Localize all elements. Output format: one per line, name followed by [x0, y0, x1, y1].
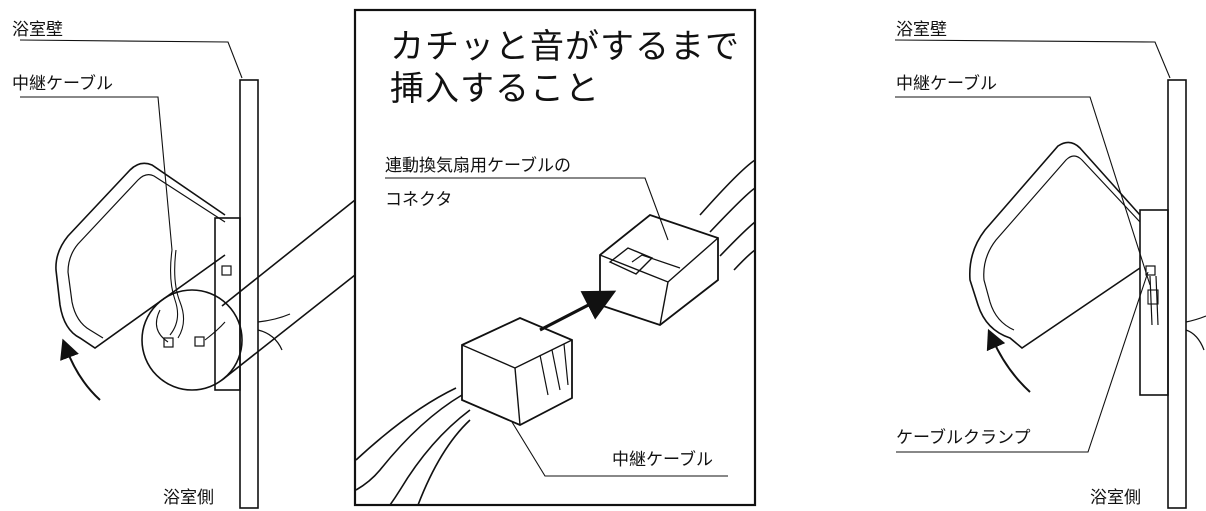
connector-label-line-2: コネクタ [385, 190, 453, 210]
right-rotation-arrow [986, 328, 1031, 393]
insertion-arrow [539, 290, 617, 332]
left-rotation-arrow [60, 338, 101, 401]
right-side-label: 浴室側 [1090, 488, 1141, 508]
right-cable-leader [895, 96, 1151, 286]
left-figure [19, 39, 291, 509]
instruction-line-2: 挿入すること [390, 69, 600, 109]
zoom-projection-lines [221, 199, 356, 381]
right-figure [894, 39, 1206, 509]
left-zoom-circle [141, 289, 243, 391]
clamp-leader [896, 271, 1149, 453]
right-mount-base [1139, 209, 1169, 396]
right-wall-label: 浴室壁 [896, 20, 947, 40]
left-bathroom-wall [239, 79, 259, 509]
right-wall-leader [894, 39, 1171, 79]
fan-cable-connector [599, 213, 719, 327]
connector-label-line-1: 連動換気扇用ケーブルの [385, 156, 571, 176]
left-side-label: 浴室側 [163, 488, 214, 508]
detail-frame [353, 8, 757, 507]
left-wall-label: 浴室壁 [12, 20, 63, 40]
instruction-line-1: カチッと音がするまで [390, 27, 740, 67]
center-detail-box [353, 8, 757, 507]
right-cable-label: 中継ケーブル [896, 74, 997, 94]
connector-leader [385, 177, 669, 241]
left-panel-body [55, 162, 226, 349]
left-cable-leader [20, 96, 173, 251]
relay-cable-connector [461, 317, 573, 426]
relay-cable-label: 中継ケーブル [612, 450, 713, 470]
right-bathroom-wall [1167, 79, 1187, 509]
left-cable-label: 中継ケーブル [12, 74, 113, 94]
cable-clamp-label: ケーブルクランプ [896, 428, 1031, 448]
relay-cable-leader [511, 421, 728, 477]
left-wall-leader [19, 39, 243, 79]
cable-clamp [1145, 265, 1156, 276]
left-mount-base [214, 217, 241, 391]
